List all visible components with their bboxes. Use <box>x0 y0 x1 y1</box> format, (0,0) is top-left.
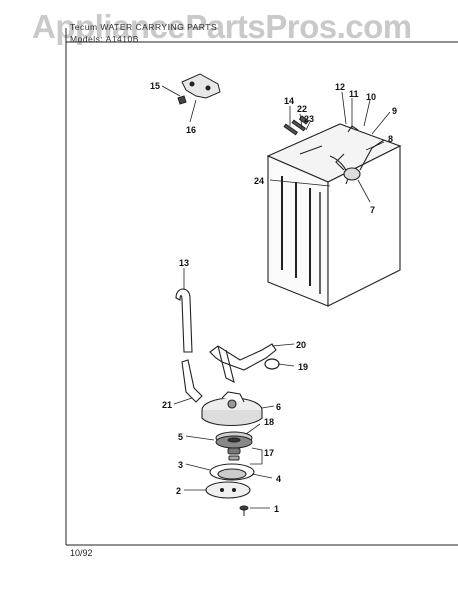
pump-hose <box>209 343 277 384</box>
callout-17: 17 <box>264 448 274 458</box>
section-title: Tecum WATER CARRYING PARTS <box>70 22 218 32</box>
mounting-bracket <box>177 73 221 105</box>
pump-assembly <box>201 391 263 426</box>
callout-10: 10 <box>366 92 376 102</box>
callout-11: 11 <box>349 89 359 99</box>
callout-6: 6 <box>276 402 281 412</box>
inlet-hose-fittings <box>283 115 310 136</box>
model-label: Models: A1410B <box>70 34 139 44</box>
callout-2: 2 <box>176 486 181 496</box>
hose-clamp <box>264 358 280 370</box>
callout-19: 19 <box>298 362 308 372</box>
callout-9: 9 <box>392 106 397 116</box>
callout-8: 8 <box>388 134 393 144</box>
callout-5: 5 <box>178 432 183 442</box>
callout-21: 21 <box>162 400 172 410</box>
callout-4: 4 <box>276 474 281 484</box>
callout-15: 15 <box>150 81 160 91</box>
callout-1: 1 <box>274 504 279 514</box>
watermark-text: AppliancePartsPros.com <box>32 8 412 45</box>
leader-lines <box>161 85 391 509</box>
callout-24: 24 <box>254 176 264 186</box>
callout-7: 7 <box>370 205 375 215</box>
drain-hose <box>175 288 193 353</box>
lower-hose <box>181 359 203 403</box>
mounting-plate <box>205 481 251 499</box>
callout-16: 16 <box>186 125 196 135</box>
callout-labels: 15 16 14 22 23 12 11 10 9 8 24 7 13 20 1… <box>150 81 397 514</box>
callout-12: 12 <box>335 82 345 92</box>
revision-date: 10/92 <box>70 548 93 558</box>
callout-13: 13 <box>179 258 189 268</box>
coupling-parts <box>227 447 241 461</box>
callout-3: 3 <box>178 460 183 470</box>
screw <box>239 505 249 516</box>
callout-14: 14 <box>284 96 294 106</box>
pump-base-ring <box>209 463 255 481</box>
callout-23: 23 <box>304 114 314 124</box>
callout-22: 22 <box>297 104 307 114</box>
callout-20: 20 <box>296 340 306 350</box>
callout-18: 18 <box>264 417 274 427</box>
pump-pulley <box>215 431 253 449</box>
page-frame <box>65 28 458 546</box>
washer-cabinet <box>266 123 402 307</box>
